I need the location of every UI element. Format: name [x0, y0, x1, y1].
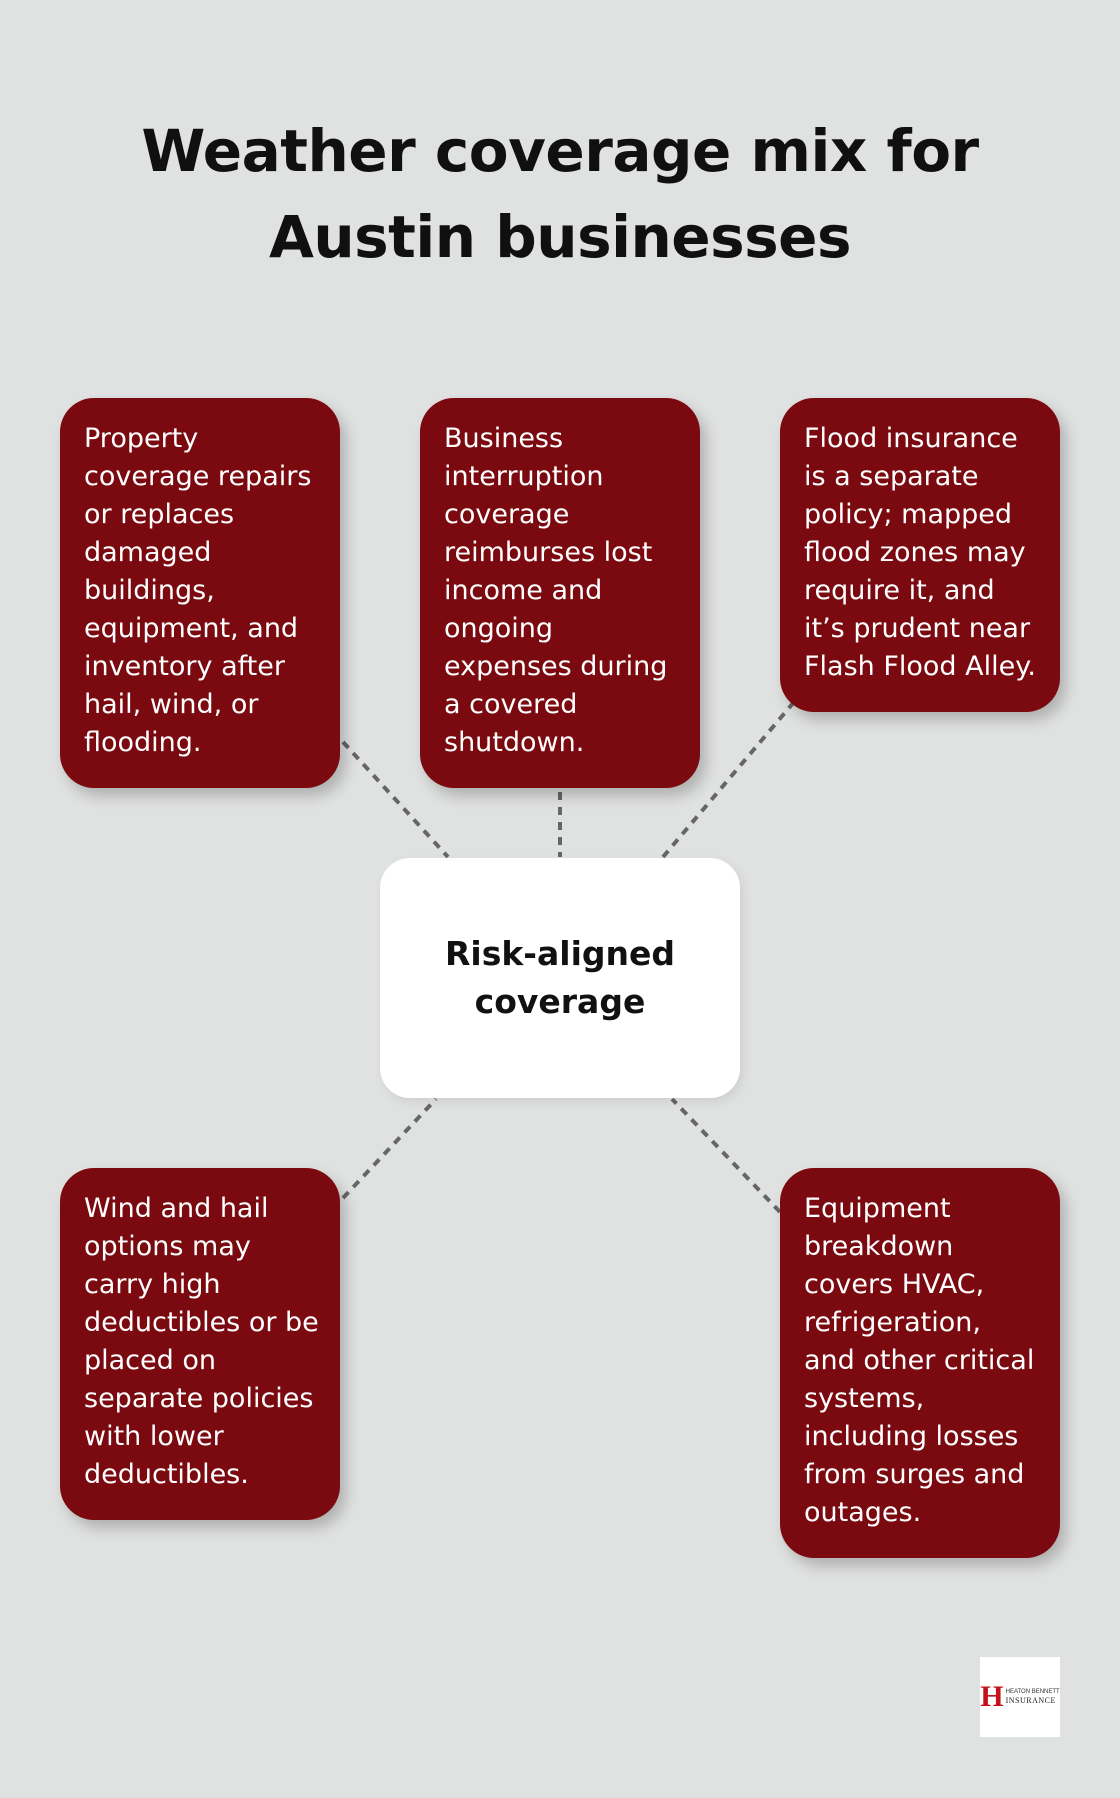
logo-line-1: HEATON BENNETT	[1005, 1689, 1060, 1695]
company-logo: H HEATON BENNETT INSURANCE	[980, 1657, 1060, 1737]
connector-line-flood	[661, 700, 796, 859]
page-title: Weather coverage mix for Austin business…	[141, 117, 979, 271]
equipment-breakdown-text: Equipment breakdown covers HVAC, refrige…	[804, 1193, 1035, 1528]
wind-hail-card: Wind and hail options may carry high ded…	[60, 1168, 340, 1520]
business-interruption-text: Business interruption coverage reimburse…	[444, 423, 668, 758]
center-label: Risk-aligned coverage	[444, 934, 676, 1021]
property-coverage-card: Property coverage repairs or replaces da…	[60, 398, 340, 788]
logo-wordmark: HEATON BENNETT INSURANCE	[1006, 1688, 1060, 1706]
flood-insurance-card: Flood insurance is a separate policy; ma…	[780, 398, 1060, 712]
equipment-breakdown-card: Equipment breakdown covers HVAC, refrige…	[780, 1168, 1060, 1558]
wind-hail-text: Wind and hail options may carry high ded…	[84, 1193, 319, 1490]
connector-line-equipment	[670, 1097, 782, 1214]
business-interruption-card: Business interruption coverage reimburse…	[420, 398, 700, 788]
center-node: Risk-aligned coverage	[380, 858, 740, 1098]
connector-line-wind-hail	[341, 1097, 438, 1200]
logo-line-2: INSURANCE	[1005, 1696, 1056, 1705]
property-coverage-text: Property coverage repairs or replaces da…	[84, 423, 312, 758]
logo-mark: H	[980, 1680, 1004, 1713]
connector-line-property	[341, 740, 450, 859]
flood-insurance-text: Flood insurance is a separate policy; ma…	[804, 423, 1036, 682]
